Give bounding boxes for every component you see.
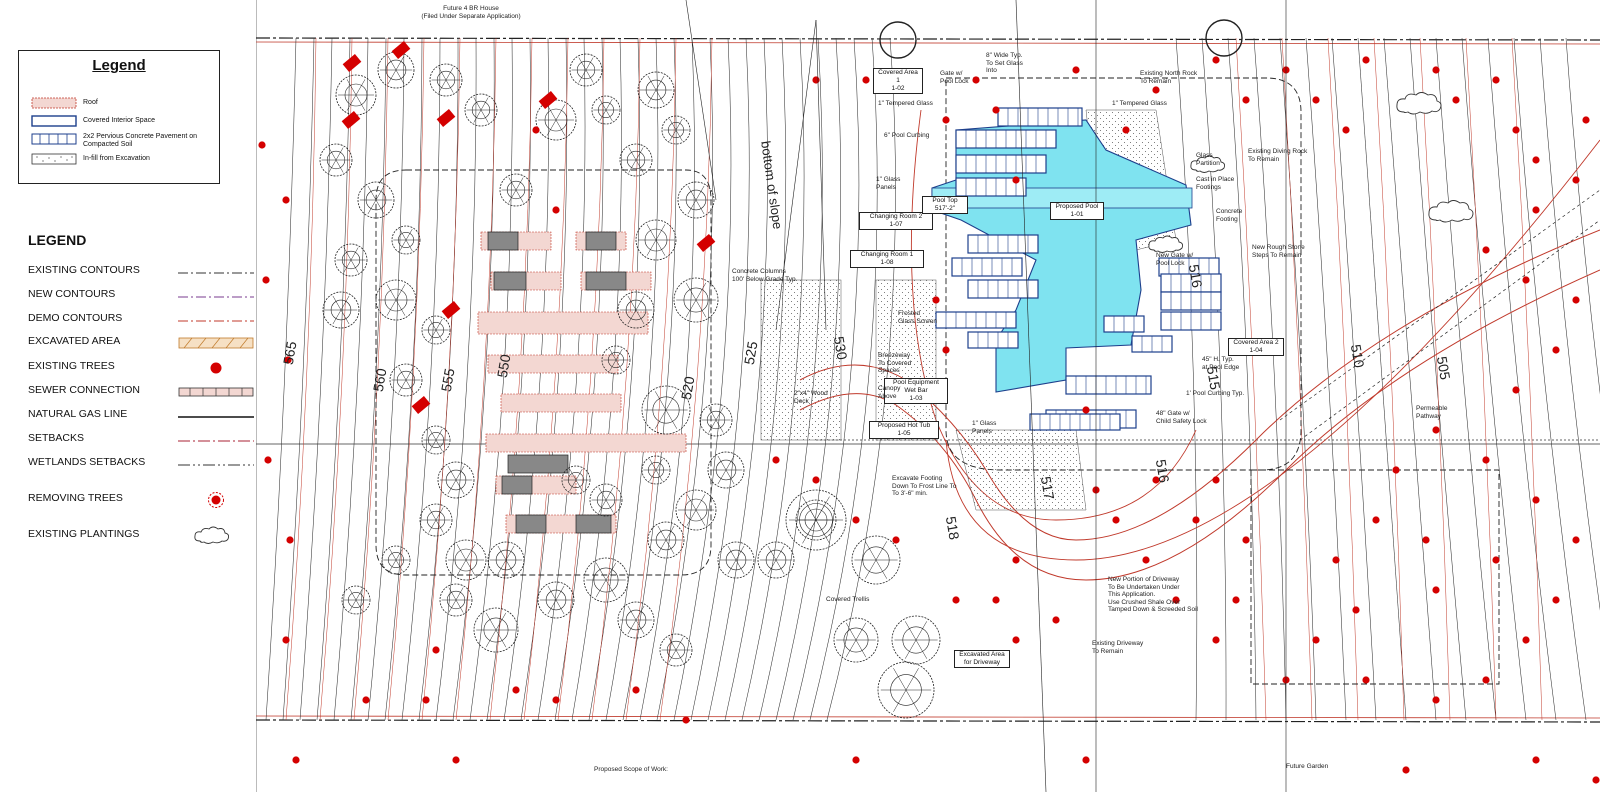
new-gate-pool-lock-note: New Gate w/Pool Lock xyxy=(1156,252,1194,267)
existing-contour-icon xyxy=(178,272,254,274)
pool-edge-height-note: 45" H. Typ.at Pool Edge xyxy=(1202,356,1240,371)
site-plan-drawing: 565 560 555 550 530 525 520 516 518 517 … xyxy=(255,0,1600,793)
existing-tree-icon xyxy=(210,362,222,374)
new-contour-icon xyxy=(178,296,254,298)
setback-icon xyxy=(178,440,254,442)
pool-curbing-typ-note: 1' Pool Curbing Typ. xyxy=(1186,390,1245,397)
legend-panel: Legend Roof Covered Interior Space 2x2 P… xyxy=(0,0,257,792)
legend-row-plantings: EXISTING PLANTINGS xyxy=(28,526,248,544)
pervious-swatch-icon xyxy=(31,133,77,145)
legend-box-title: Legend xyxy=(92,57,146,74)
legend-box: Legend Roof Covered Interior Space 2x2 P… xyxy=(18,50,220,184)
demo-contour-icon xyxy=(178,320,254,322)
gate-child-lock-note: 48" Gate w/Child Safety Lock xyxy=(1156,410,1207,425)
legend-row-removing-trees: REMOVING TREES xyxy=(28,492,248,508)
legend-row-existing-contours: EXISTING CONTOURS xyxy=(28,264,254,280)
site-plan-svg xyxy=(255,0,1600,793)
legend-row-new-contours: NEW CONTOURS xyxy=(28,288,254,304)
covered-swatch-icon xyxy=(31,115,77,127)
legend-row-setbacks: SETBACKS xyxy=(28,432,254,448)
pool-curbing-note: 6" Pool Curbing xyxy=(884,132,930,139)
legend-row-gas-line: NATURAL GAS LINE xyxy=(28,408,254,424)
roof-swatch-icon xyxy=(31,97,77,109)
legend-row-wetlands: WETLANDS SETBACKS xyxy=(28,456,254,472)
legend-row-existing-trees: EXISTING TREES xyxy=(28,360,248,376)
legend-row-sewer-connection: SEWER CONNECTION xyxy=(28,384,254,400)
main-legend-title: LEGEND xyxy=(28,232,87,248)
legend-row-demo-contours: DEMO CONTOURS xyxy=(28,312,254,328)
removing-tree-icon xyxy=(208,492,224,508)
excavated-area-icon xyxy=(178,337,254,349)
wetland-setback-icon xyxy=(178,464,254,466)
gate-pool-lock-note: Gate w/Pool Lock xyxy=(940,70,969,85)
planting-cloud-icon xyxy=(194,526,230,544)
future-house-note: Future 4 BR House(Filed Under Separate A… xyxy=(421,5,521,20)
infill-swatch-icon xyxy=(31,153,77,165)
sewer-connection-icon xyxy=(178,387,254,397)
tempered-glass-note: 1" Tempered Glass xyxy=(878,100,933,107)
tempered-glass-note-2: 1" Tempered Glass xyxy=(1112,100,1167,107)
legend-row-excavated-area: EXCAVATED AREA xyxy=(28,335,254,351)
proposed-scope-note: Proposed Scope of Work: xyxy=(594,766,668,773)
covered-trellis-note: Covered Trellis xyxy=(826,596,870,603)
gas-line-icon xyxy=(178,416,254,418)
future-garden-note: Future Garden xyxy=(1286,763,1329,770)
